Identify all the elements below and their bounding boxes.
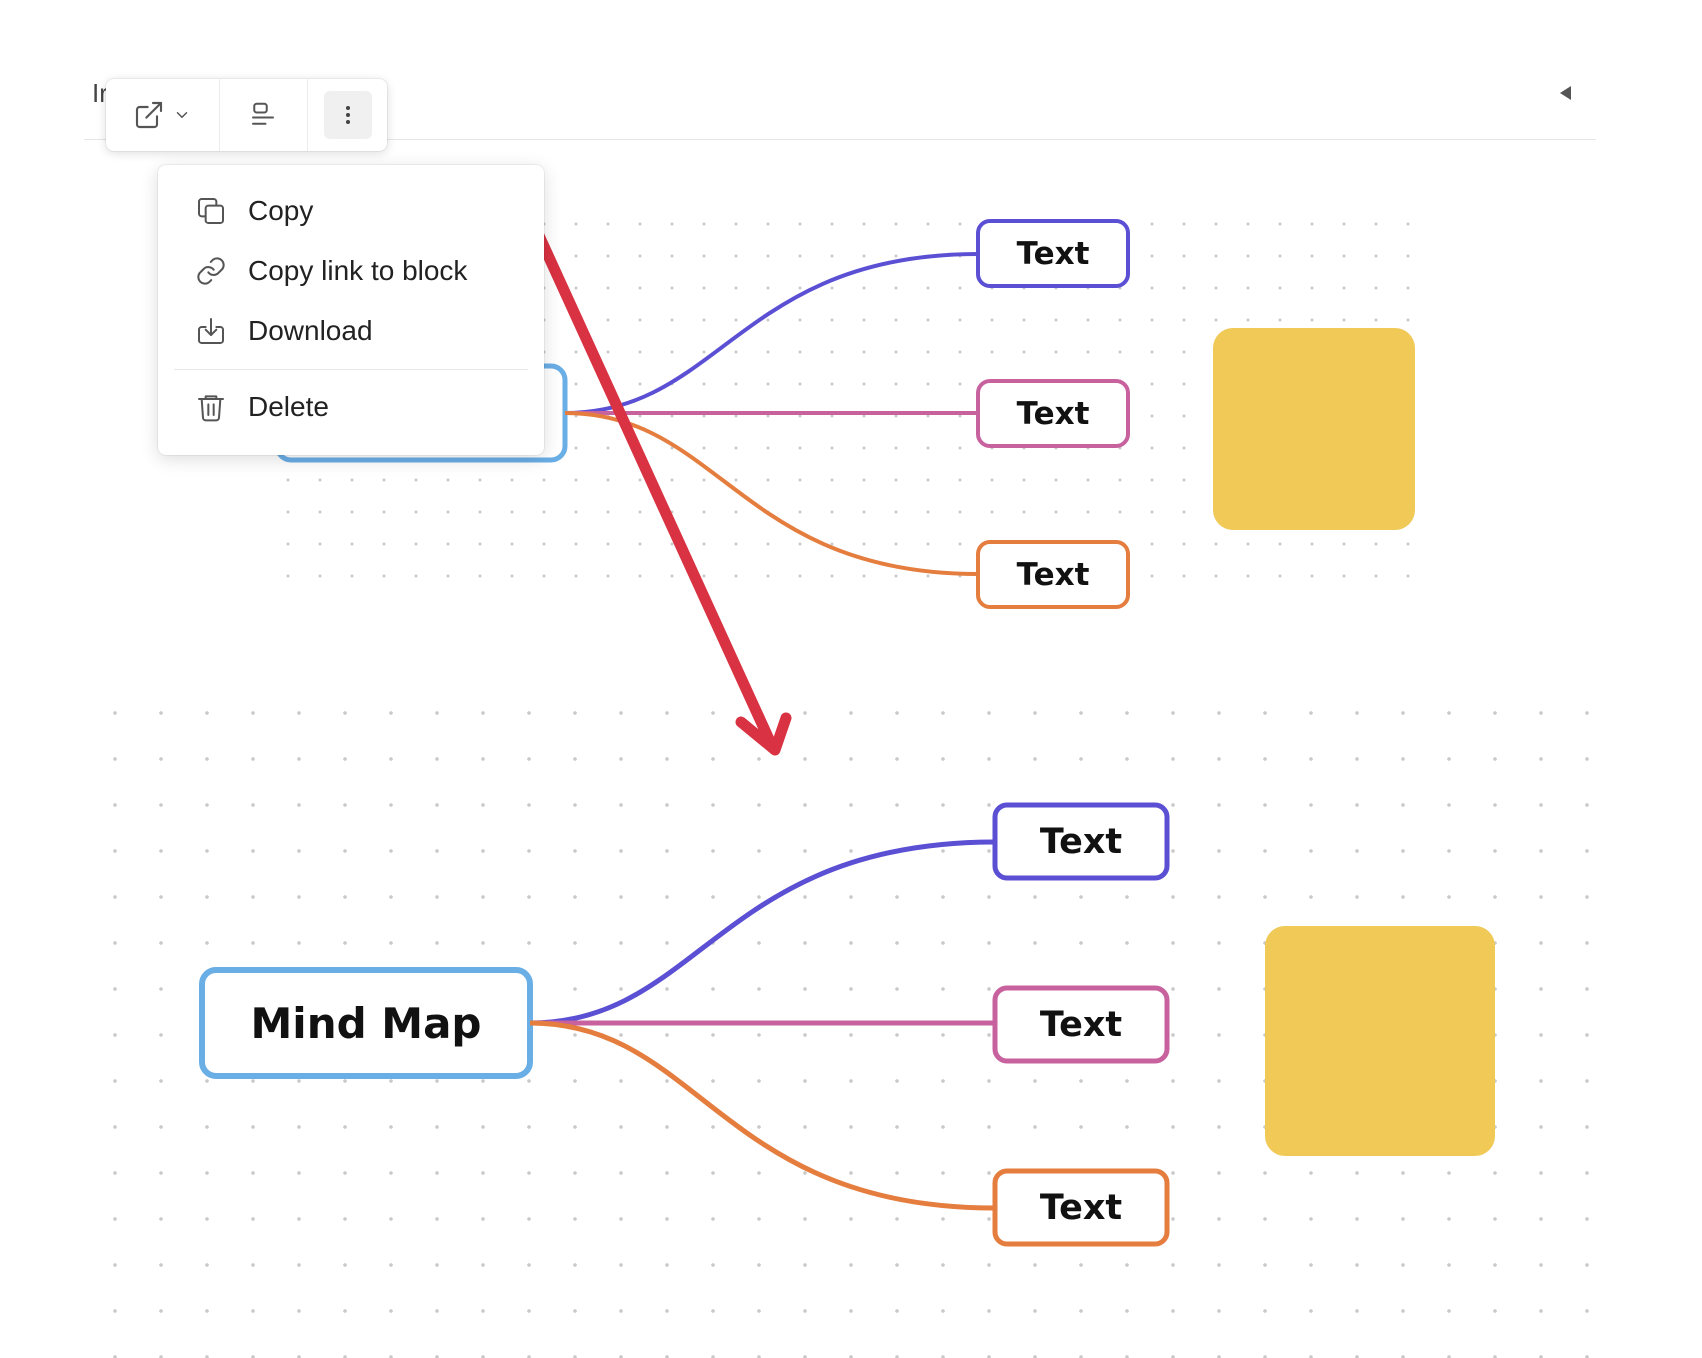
mindmap-top-node-1[interactable] (976, 219, 1130, 288)
annotation-arrow (520, 201, 792, 756)
mindmap-top-node-2-label: Text (1016, 395, 1090, 432)
mindmap-bottom-sticky-note[interactable] (1265, 926, 1495, 1156)
mindmap-top-sticky-note[interactable] (1213, 328, 1415, 530)
mindmap-top-edge-1 (564, 252, 979, 415)
trash-icon (194, 390, 228, 424)
menu-item-delete[interactable]: Delete (194, 387, 329, 427)
collapse-arrow-icon[interactable] (1560, 86, 1571, 100)
mindmap-bottom-node-2[interactable] (992, 985, 1170, 1064)
mindmap-top-node-3[interactable] (976, 540, 1130, 609)
copy-icon (194, 194, 228, 228)
menu-item-copy-link[interactable]: Copy link to block (194, 251, 467, 291)
mindmap-bottom-root-label: Mind Map (250, 998, 482, 1048)
mindmap-bottom-node-3[interactable] (992, 1168, 1170, 1247)
block-toolbar (106, 79, 387, 151)
menu-item-download[interactable]: Download (194, 311, 373, 351)
menu-item-download-label: Download (248, 315, 373, 346)
header-divider (84, 139, 1596, 140)
menu-divider (174, 369, 528, 370)
mindmap-bottom-edge-1 (529, 839, 996, 1026)
block-context-menu: Copy Copy link to block Download (158, 165, 544, 455)
more-options-button[interactable] (323, 91, 372, 139)
chevron-down-icon (172, 105, 192, 125)
mindmap-bottom-node-2-label: Text (1039, 1004, 1123, 1045)
mindmap-top-node-1-label: Text (1016, 235, 1090, 272)
toolbar-separator (307, 79, 309, 151)
mindmap-top-node-3-label: Text (1016, 556, 1090, 593)
open-dropdown-button[interactable] (106, 79, 219, 151)
menu-item-delete-label: Delete (248, 391, 329, 422)
align-button[interactable] (220, 79, 308, 151)
mindmap-bottom (199, 802, 1495, 1247)
external-link-icon (132, 98, 166, 132)
page-title: Ir (92, 78, 108, 108)
mindmap-bottom-node-1-label: Text (1039, 821, 1123, 862)
menu-item-copy-label: Copy (248, 195, 314, 226)
download-icon (194, 314, 228, 348)
more-vertical-icon (345, 106, 350, 124)
menu-item-copy-link-label: Copy link to block (248, 255, 468, 286)
mindmap-top (274, 219, 1415, 609)
mindmap-top-node-2[interactable] (976, 379, 1130, 448)
link-icon (194, 254, 228, 288)
mindmap-bottom-node-1[interactable] (992, 802, 1170, 881)
mindmap-bottom-node-3-label: Text (1039, 1187, 1123, 1228)
toolbar-separator (218, 79, 220, 151)
menu-item-copy[interactable]: Copy (194, 191, 313, 231)
mindmap-bottom-edge-3 (529, 1020, 996, 1211)
align-icon (246, 98, 280, 132)
